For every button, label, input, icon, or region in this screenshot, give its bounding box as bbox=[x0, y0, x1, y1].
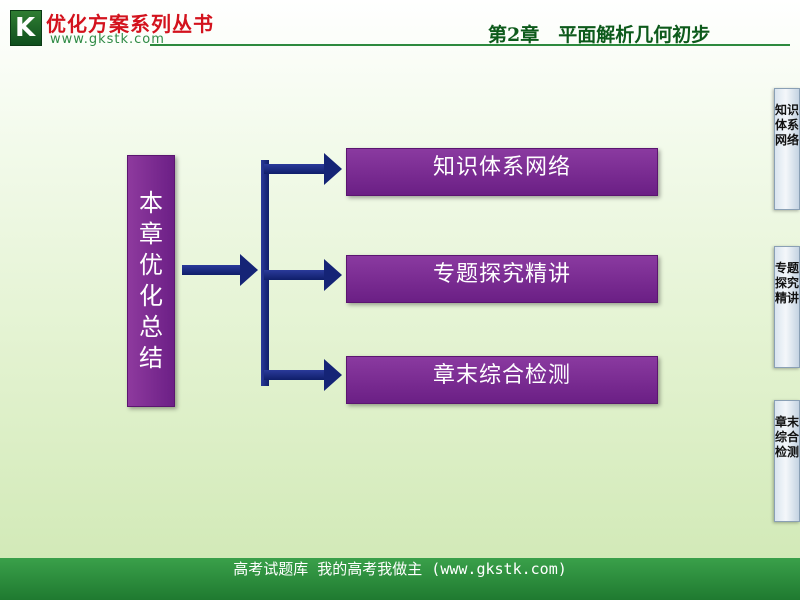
knowledge-network-button[interactable]: 知识体系网络 bbox=[346, 148, 658, 196]
logo-letter: K bbox=[15, 13, 36, 43]
main-arrow-shaft bbox=[182, 265, 242, 275]
topic-exploration-button[interactable]: 专题探究精讲 bbox=[346, 255, 658, 303]
chapter-title: 第2章 平面解析几何初步 bbox=[488, 24, 711, 46]
branch-arrow-head-1-icon bbox=[324, 153, 342, 185]
side-tab-chapter-test[interactable]: 章末综合检测 bbox=[774, 400, 800, 522]
branch-arrow-head-3-icon bbox=[324, 359, 342, 391]
branch-arrow-shaft-3 bbox=[264, 370, 326, 380]
chapter-test-label: 章末综合检测 bbox=[432, 363, 571, 388]
header-bar: K 优化方案系列丛书 www.gkstk.com 第2章 平面解析几何初步 bbox=[0, 0, 800, 52]
header-divider bbox=[150, 44, 790, 46]
branch-arrow-shaft-2 bbox=[264, 270, 326, 280]
chapter-test-button[interactable]: 章末综合检测 bbox=[346, 356, 658, 404]
side-tab-topic-exploration-label: 专题探究精讲 bbox=[775, 261, 800, 305]
main-arrow-head-icon bbox=[240, 254, 258, 286]
side-tab-knowledge-network[interactable]: 知识体系网络 bbox=[774, 88, 800, 210]
branch-arrow-head-2-icon bbox=[324, 259, 342, 291]
knowledge-network-label: 知识体系网络 bbox=[432, 155, 571, 180]
branch-arrow-shaft-1 bbox=[264, 164, 326, 174]
chapter-summary-label: 本章优化总结 bbox=[139, 189, 163, 372]
site-url: www.gkstk.com bbox=[50, 32, 165, 47]
chapter-summary-box: 本章优化总结 bbox=[127, 155, 175, 407]
side-tab-chapter-test-label: 章末综合检测 bbox=[775, 415, 800, 459]
brand-logo-icon: K bbox=[10, 10, 42, 46]
side-tab-knowledge-network-label: 知识体系网络 bbox=[775, 103, 800, 147]
footer-bar: 高考试题库 我的高考我做主 (www.gkstk.com) bbox=[0, 558, 800, 600]
side-tab-topic-exploration[interactable]: 专题探究精讲 bbox=[774, 246, 800, 368]
footer-text: 高考试题库 我的高考我做主 (www.gkstk.com) bbox=[233, 560, 567, 578]
topic-exploration-label: 专题探究精讲 bbox=[432, 262, 571, 287]
series-title: 优化方案系列丛书 bbox=[46, 12, 214, 36]
